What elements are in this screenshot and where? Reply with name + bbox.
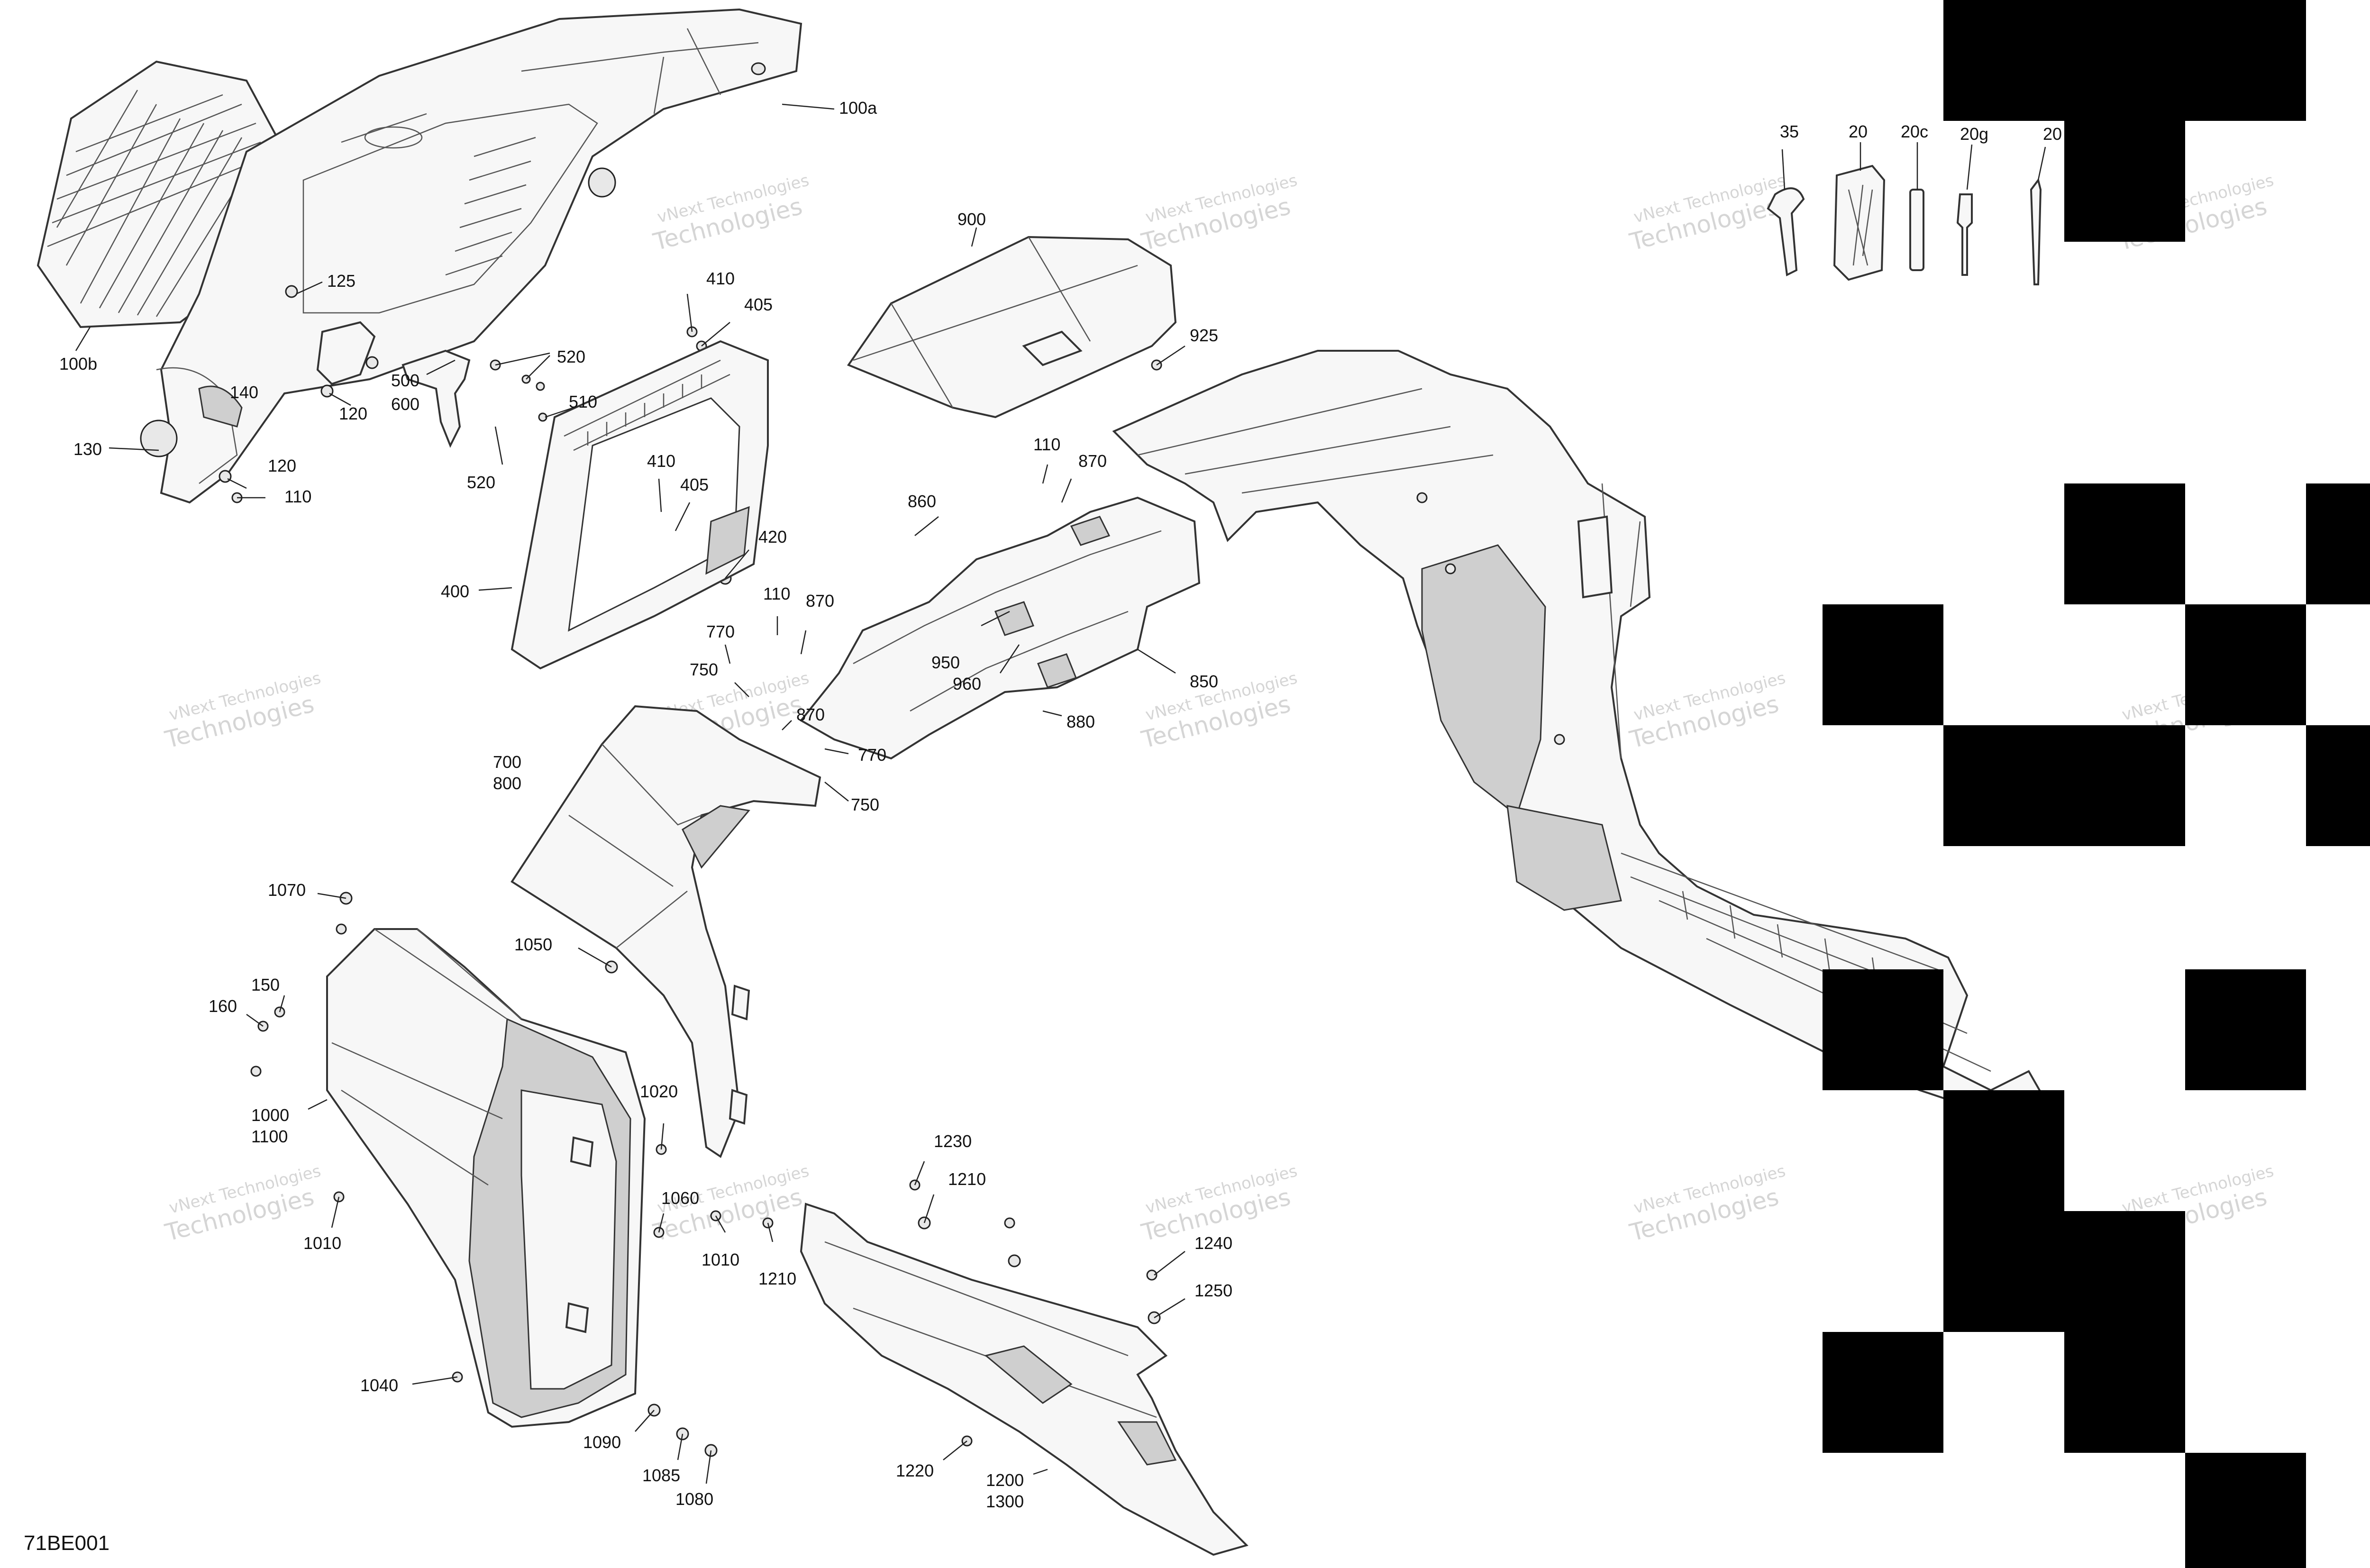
callout-label: 770 [706,622,735,641]
callout-label: 860 [908,492,936,511]
callout-label: 900 [957,210,986,229]
callout-label: 1085 [642,1466,680,1485]
callout-label: 850 [1190,672,1218,691]
callout-label: 1210 [948,1169,986,1189]
callout-label: 880 [1066,712,1095,731]
callout-label: 110 [763,584,790,603]
callout-label: 140 [230,383,258,402]
tool-kit-parts [1767,164,2042,285]
callout-label: 750 [690,660,718,679]
callout-label: 1300 [986,1492,1024,1511]
callout-label: 600 [391,394,419,414]
callout-label: 1000 [251,1105,289,1125]
callout-label: 130 [73,439,102,459]
callout-label: 1200 [986,1470,1024,1490]
rear-fender-assembly-part [1112,350,2050,1115]
leader-lines [75,103,2046,1484]
redaction-blocks [1823,0,2370,1568]
callout-label: 420 [758,527,787,547]
callout-label: 20c [1901,122,1928,141]
callout-label: 520 [467,473,495,492]
callout-label: 520 [557,347,585,366]
callout-label: 400 [441,582,469,601]
callout-label: 1100 [251,1127,288,1146]
callout-label: 160 [209,996,237,1016]
callout-label: 1090 [583,1432,621,1452]
front-fender-part [510,705,821,1158]
callout-labels: 100a 100b 125 120 120 130 140 110 520 50… [59,98,2062,1511]
callout-label: 950 [931,653,960,672]
side-panel-part [250,892,774,1457]
callout-label: 1230 [934,1131,972,1151]
callout-label: 20 [1849,122,1868,141]
callout-label: 1040 [360,1376,398,1395]
callout-label: 1220 [896,1461,934,1480]
callout-label: 870 [1078,451,1107,471]
callout-label: 1010 [303,1233,341,1253]
callout-label: 20g [1960,124,1988,144]
callout-label: 1060 [661,1188,699,1208]
floor-panel-part [799,496,1201,760]
callout-label: 35 [1780,122,1799,141]
callout-label: 800 [493,774,521,793]
callout-label: 1020 [640,1082,678,1101]
callout-label: 770 [858,745,886,765]
storage-cover-part [847,236,1177,419]
callout-label: 125 [327,271,356,291]
radiator-frame-part [510,340,769,670]
callout-label: 1010 [702,1250,739,1269]
callout-label: 110 [1033,435,1060,454]
bracket-500-600 [316,321,471,448]
callout-label: 150 [251,975,280,994]
callout-label: 1080 [675,1489,713,1509]
callout-label: 120 [339,404,367,423]
callout-label: 100a [839,98,877,118]
callout-label: 120 [268,456,296,475]
callout-label: 500 [391,371,419,390]
callout-label: 110 [284,487,311,506]
rocker-panel-part [800,1179,1249,1556]
callout-label: 1240 [1194,1233,1232,1253]
callout-label: 1210 [758,1269,796,1288]
plug-130 [140,419,178,457]
callout-label: 750 [851,795,879,814]
callout-label: 700 [493,752,521,772]
front-fascia-part [156,8,802,504]
callout-label: 925 [1190,326,1218,345]
callout-label: 100b [59,354,97,374]
callout-label: 405 [680,475,709,494]
callout-label: 405 [744,295,773,314]
callout-label: 870 [796,705,825,724]
callout-label: 1050 [514,935,552,954]
callout-label: 870 [806,591,834,611]
callout-label: 1070 [268,880,306,900]
callout-label: 1250 [1194,1281,1232,1300]
callout-label: 410 [706,269,735,288]
callout-label: 20 [2043,124,2062,144]
callout-label: 960 [953,674,981,693]
diagram-code: 71BE001 [24,1532,109,1555]
callout-label: 510 [569,392,597,411]
callout-label: 410 [647,451,675,471]
